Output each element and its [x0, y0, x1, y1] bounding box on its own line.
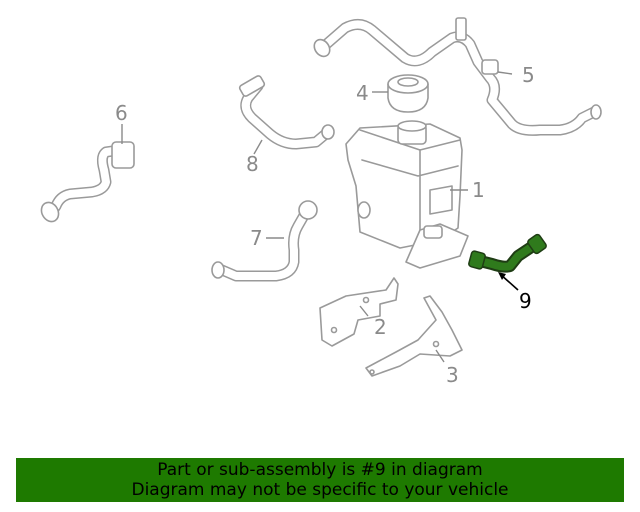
leader-8 [253, 139, 263, 155]
banner-line-1: Part or sub-assembly is #9 in diagram [157, 460, 483, 480]
callout-7: 7 [250, 226, 263, 250]
callout-2: 2 [374, 315, 387, 339]
part-3-bracket [365, 295, 463, 377]
part-1-tank [345, 120, 469, 269]
callout-3: 3 [446, 363, 459, 387]
callout-8: 8 [246, 152, 259, 176]
part-6-hose [40, 141, 135, 223]
callout-1: 1 [472, 178, 485, 202]
part-2-bracket [319, 277, 399, 347]
part-9-hose-highlighted [468, 233, 547, 273]
part-5-hose [313, 17, 602, 136]
info-banner: Part or sub-assembly is #9 in diagram Di… [16, 458, 624, 502]
arrowhead-9 [498, 272, 506, 280]
part-4-cap [387, 74, 429, 113]
leader-5 [497, 71, 513, 75]
callout-6: 6 [115, 101, 128, 125]
part-7-hose [211, 200, 318, 282]
part-8-hose [238, 75, 335, 150]
callout-9: 9 [519, 289, 532, 313]
banner-line-2: Diagram may not be specific to your vehi… [131, 480, 509, 500]
callout-4: 4 [356, 81, 369, 105]
parts-diagram: 1 2 3 4 5 6 7 8 9 [40, 17, 602, 387]
callout-5: 5 [522, 63, 535, 87]
leader-2 [359, 305, 369, 317]
leader-3 [435, 349, 445, 363]
